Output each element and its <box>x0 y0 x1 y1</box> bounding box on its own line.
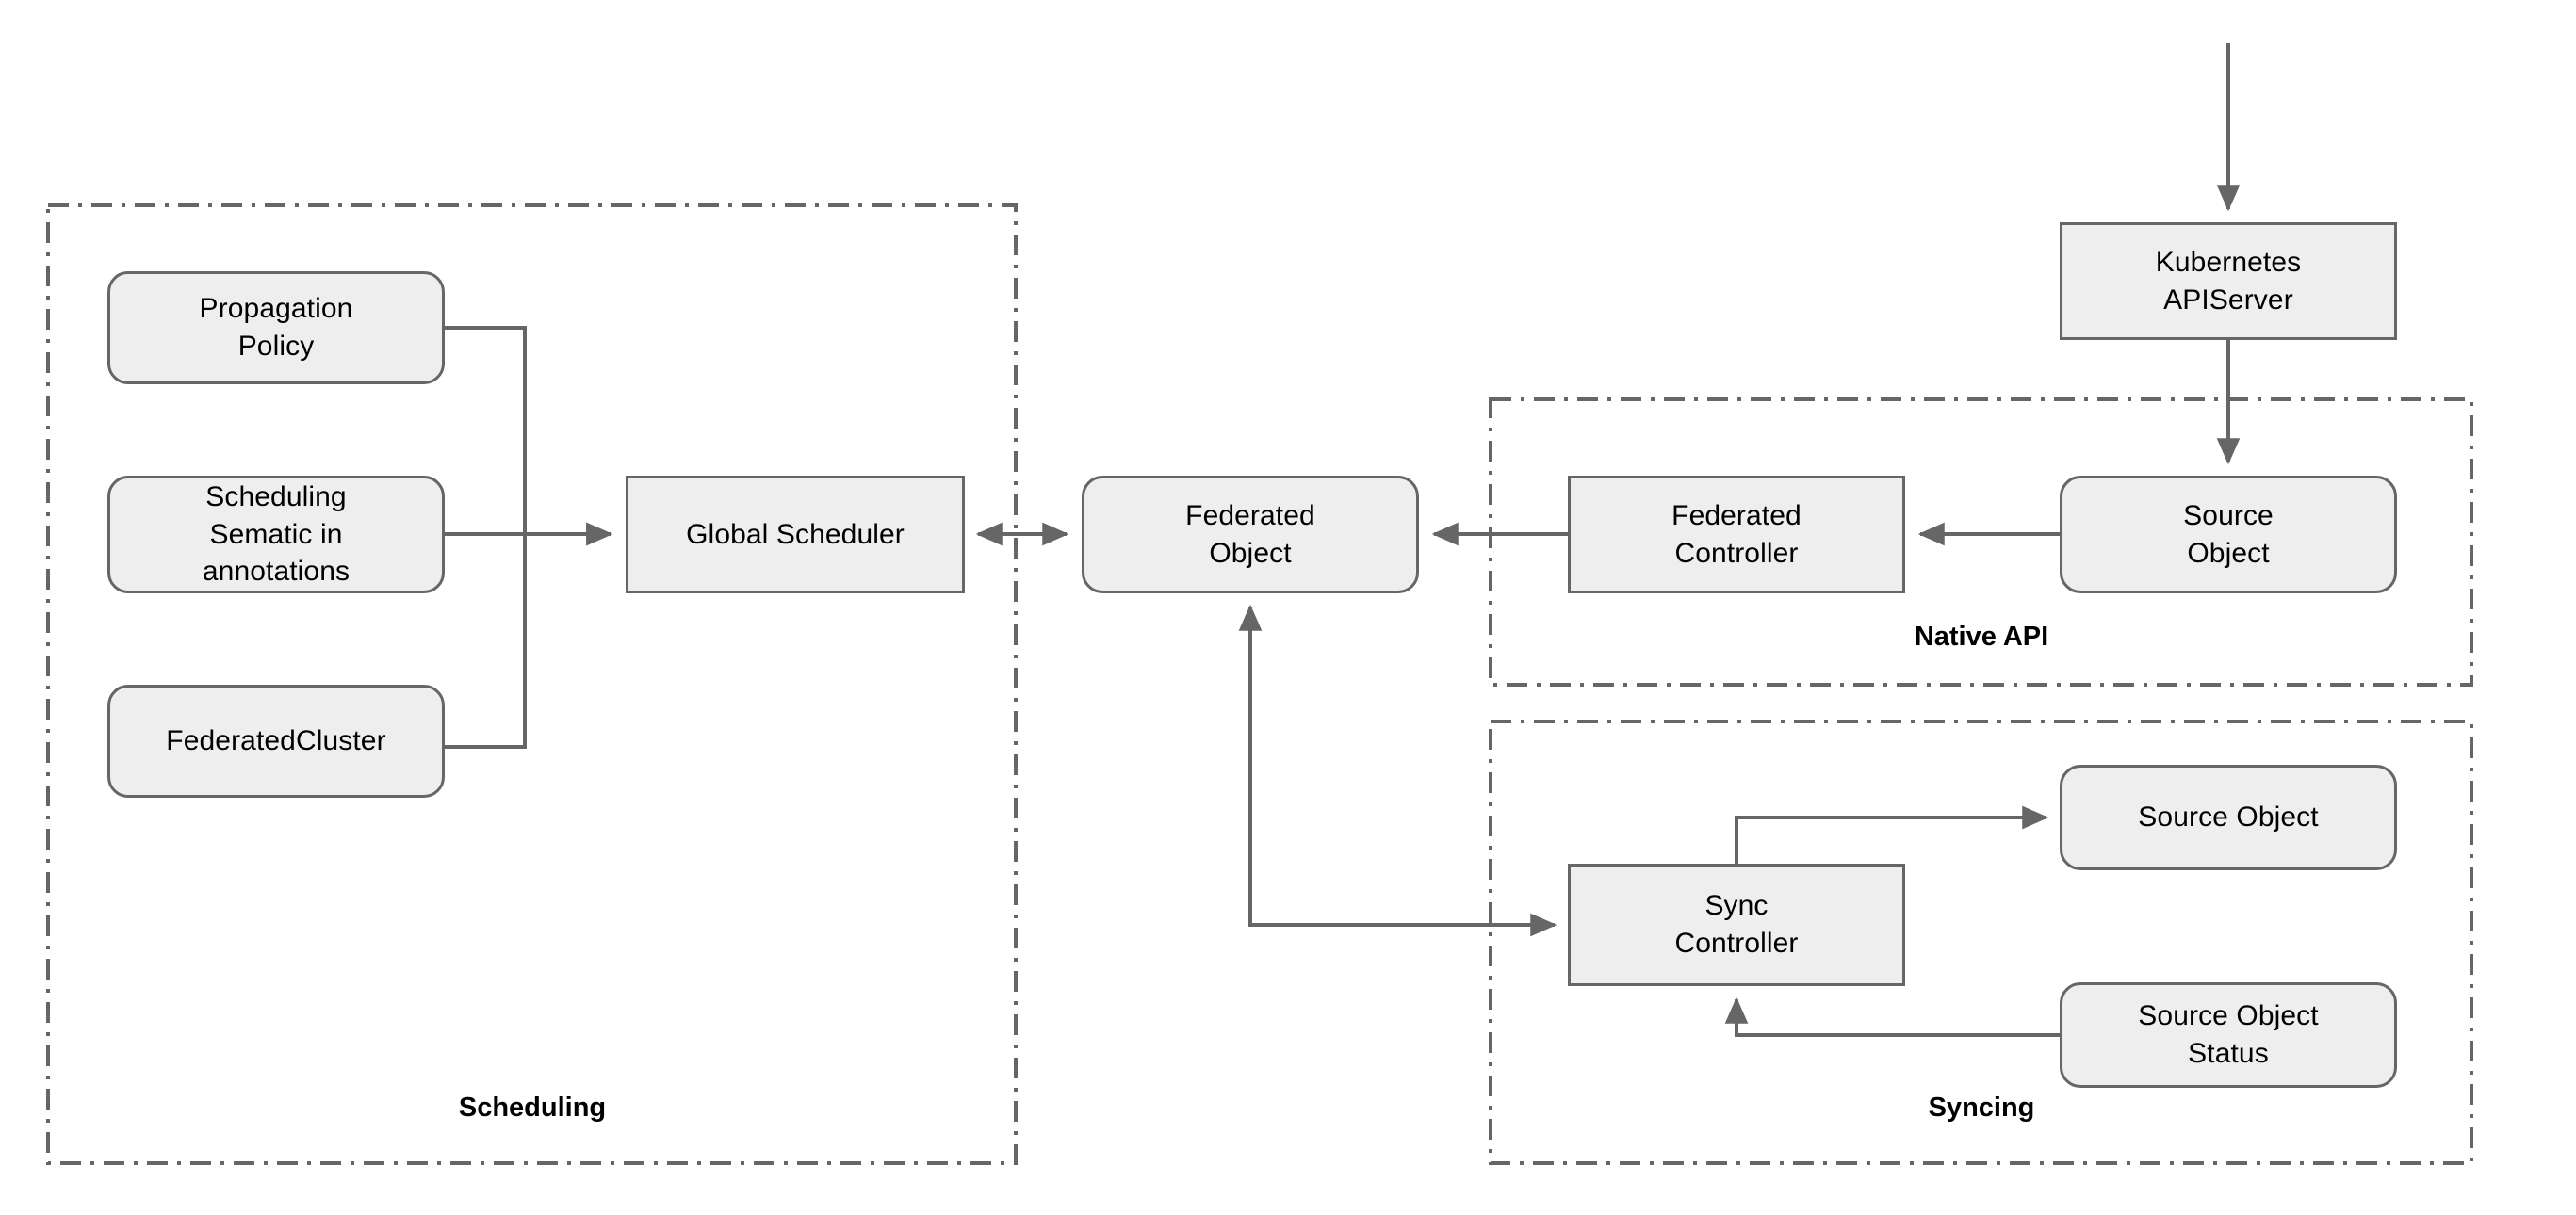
node-federated-object[interactable]: Federated Object <box>1082 476 1419 593</box>
connector-sync-controller-to-source-object <box>1735 805 2049 864</box>
group-label-native-api: Native API <box>1914 622 2049 652</box>
group-border-scheduling <box>46 203 1018 1165</box>
group-border-syncing <box>1489 720 2473 1165</box>
node-sync-controller[interactable]: Sync Controller <box>1568 864 1905 986</box>
node-federated-controller[interactable]: Federated Controller <box>1568 476 1905 593</box>
connector-source-object-status-to-sync-controller <box>1724 996 2060 1037</box>
node-source-object-sync[interactable]: Source Object <box>2060 765 2397 870</box>
node-source-object-native[interactable]: Source Object <box>2060 476 2397 593</box>
connector-federated-cluster-to-global-scheduler <box>445 522 613 749</box>
node-scheduling-semantic[interactable]: Scheduling Sematic in annotations <box>107 476 445 593</box>
node-global-scheduler[interactable]: Global Scheduler <box>626 476 965 593</box>
connector-propagation-policy-to-global-scheduler <box>445 326 613 546</box>
node-propagation-policy[interactable]: Propagation Policy <box>107 271 445 384</box>
node-source-object-status[interactable]: Source Object Status <box>2060 982 2397 1088</box>
connector-federated-object-to-sync-controller <box>1238 604 1557 937</box>
group-label-syncing: Syncing <box>1928 1093 2035 1123</box>
node-federated-cluster[interactable]: FederatedCluster <box>107 685 445 798</box>
group-border-native-api <box>1489 397 2473 687</box>
group-label-scheduling: Scheduling <box>458 1093 607 1123</box>
node-kubernetes-apiserver[interactable]: Kubernetes APIServer <box>2060 222 2397 340</box>
